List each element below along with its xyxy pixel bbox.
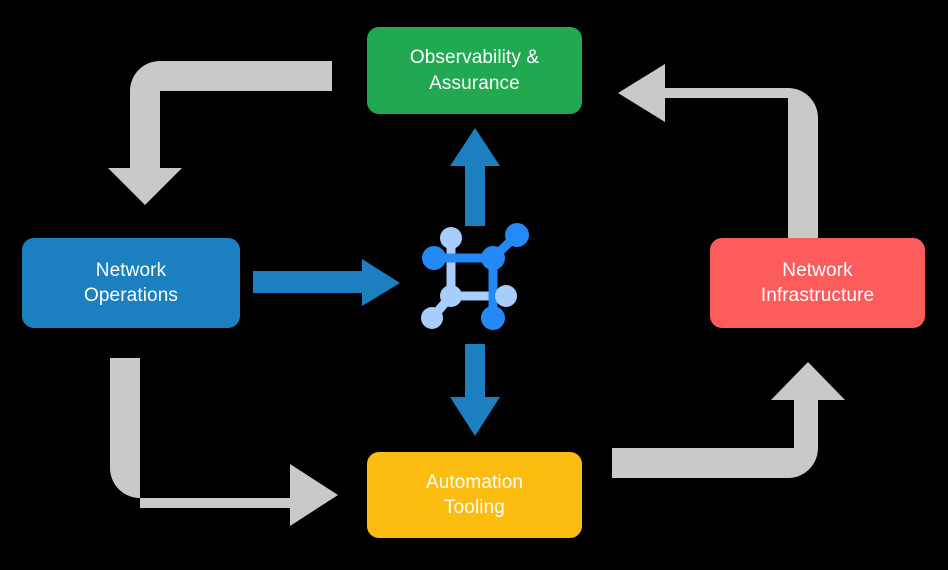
node-network-operations[interactable]: Network Operations — [22, 238, 240, 328]
loop-top-left-arrow — [108, 61, 332, 205]
node-observability-label: Observability & Assurance — [409, 47, 540, 94]
loop-top-right-arrow — [618, 64, 818, 238]
node-observability-assurance[interactable]: Observability & Assurance — [367, 27, 582, 114]
loop-bottom-left-arrow — [110, 358, 338, 526]
spoke-up-arrow — [450, 128, 500, 226]
spoke-down-arrow — [450, 344, 500, 436]
network-topology-icon — [421, 223, 529, 330]
loop-bottom-right-arrow — [612, 362, 845, 478]
node-infrastructure-label: Network Infrastructure — [760, 259, 875, 306]
node-automation-tooling[interactable]: Automation Tooling — [367, 452, 582, 538]
spoke-right-arrow — [253, 259, 400, 306]
node-network-infrastructure[interactable]: Network Infrastructure — [710, 238, 925, 328]
node-automation-label: Automation Tooling — [425, 471, 524, 518]
node-operations-label: Network Operations — [84, 259, 178, 306]
